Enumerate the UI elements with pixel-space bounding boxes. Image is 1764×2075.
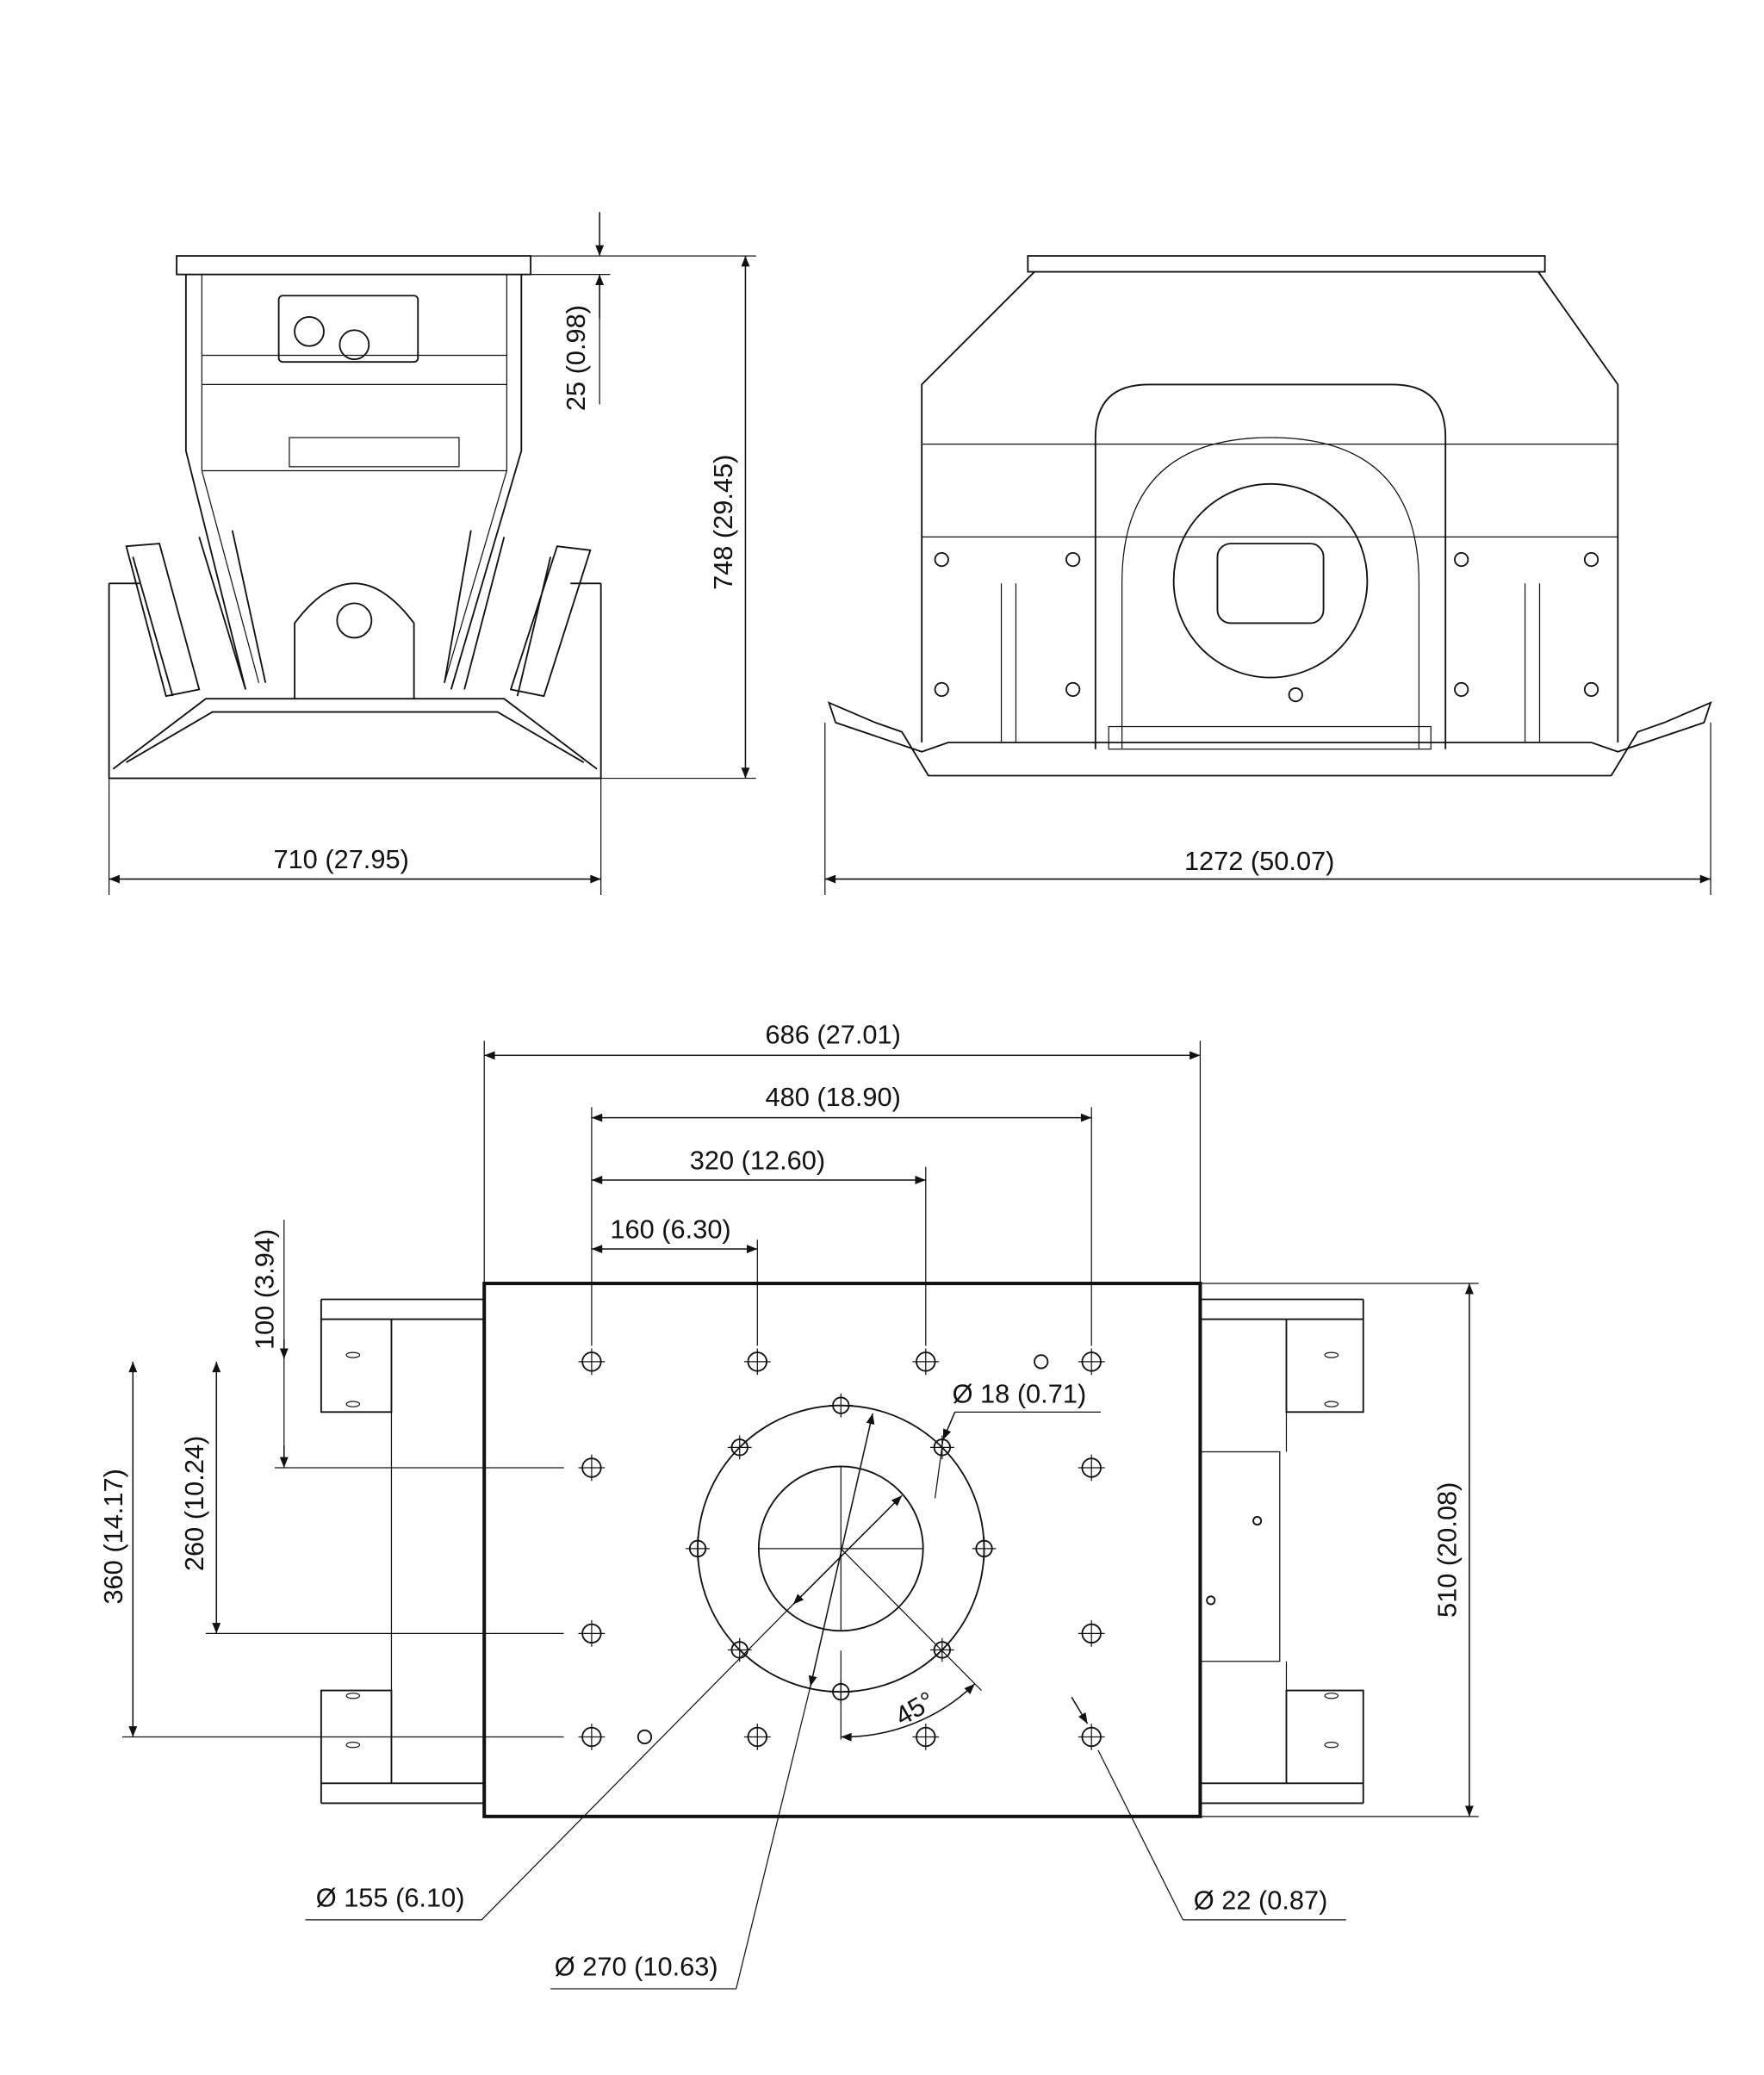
- bottom-view: [320, 1282, 1364, 1818]
- mounting-hole: [912, 1724, 940, 1750]
- mounting-hole: [912, 1348, 940, 1376]
- dim-angle-45: 45°: [890, 1686, 940, 1732]
- dim-hole-18: Ø 18 (0.71): [953, 1379, 1087, 1409]
- dim-25: 25 (0.98): [561, 305, 591, 411]
- dim-480: 480 (18.90): [766, 1082, 901, 1112]
- mounting-hole: [743, 1348, 771, 1376]
- front-dimensions: 1272 (50.07): [824, 722, 1711, 896]
- dim-155: Ø 155 (6.10): [316, 1883, 465, 1913]
- flange-hole: [686, 1537, 710, 1561]
- dim-710: 710 (27.95): [273, 844, 408, 874]
- mounting-hole: [1078, 1454, 1105, 1482]
- front-view: [827, 255, 1712, 777]
- mounting-hole: [578, 1724, 606, 1750]
- flange-hole: [727, 1435, 752, 1460]
- dim-hole-22: Ø 22 (0.87): [1194, 1886, 1328, 1916]
- bottom-dimensions: 686 (27.01) 480 (18.90) 320 (12.60) 160 …: [98, 1019, 1479, 1990]
- flange-hole: [929, 1637, 954, 1662]
- side-dimensions: 25 (0.98) 748 (29.45) 710 (27.95): [108, 212, 756, 896]
- flange-hole: [829, 1680, 854, 1704]
- dim-748: 748 (29.45): [708, 455, 738, 590]
- flange-hole: [972, 1537, 997, 1561]
- dim-320: 320 (12.60): [690, 1146, 825, 1176]
- mounting-hole: [1078, 1348, 1105, 1376]
- dim-100: 100 (3.94): [249, 1229, 279, 1350]
- dim-270: Ø 270 (10.63): [555, 1952, 718, 1982]
- dim-260: 260 (10.24): [179, 1436, 209, 1571]
- dim-360: 360 (14.17): [98, 1469, 128, 1604]
- side-view: [108, 255, 602, 780]
- mounting-hole: [1078, 1620, 1105, 1647]
- mounting-hole: [1078, 1724, 1105, 1750]
- front-bolts: [934, 551, 1599, 703]
- dim-1272: 1272 (50.07): [1184, 846, 1334, 876]
- flange-hole: [829, 1393, 854, 1418]
- dim-686: 686 (27.01): [766, 1019, 901, 1049]
- mounting-hole: [578, 1620, 606, 1647]
- mounting-hole: [578, 1348, 606, 1376]
- mounting-hole: [578, 1454, 606, 1482]
- dim-160: 160 (6.30): [610, 1215, 730, 1245]
- dim-510: 510 (20.08): [1432, 1482, 1463, 1618]
- mounting-hole: [743, 1724, 771, 1750]
